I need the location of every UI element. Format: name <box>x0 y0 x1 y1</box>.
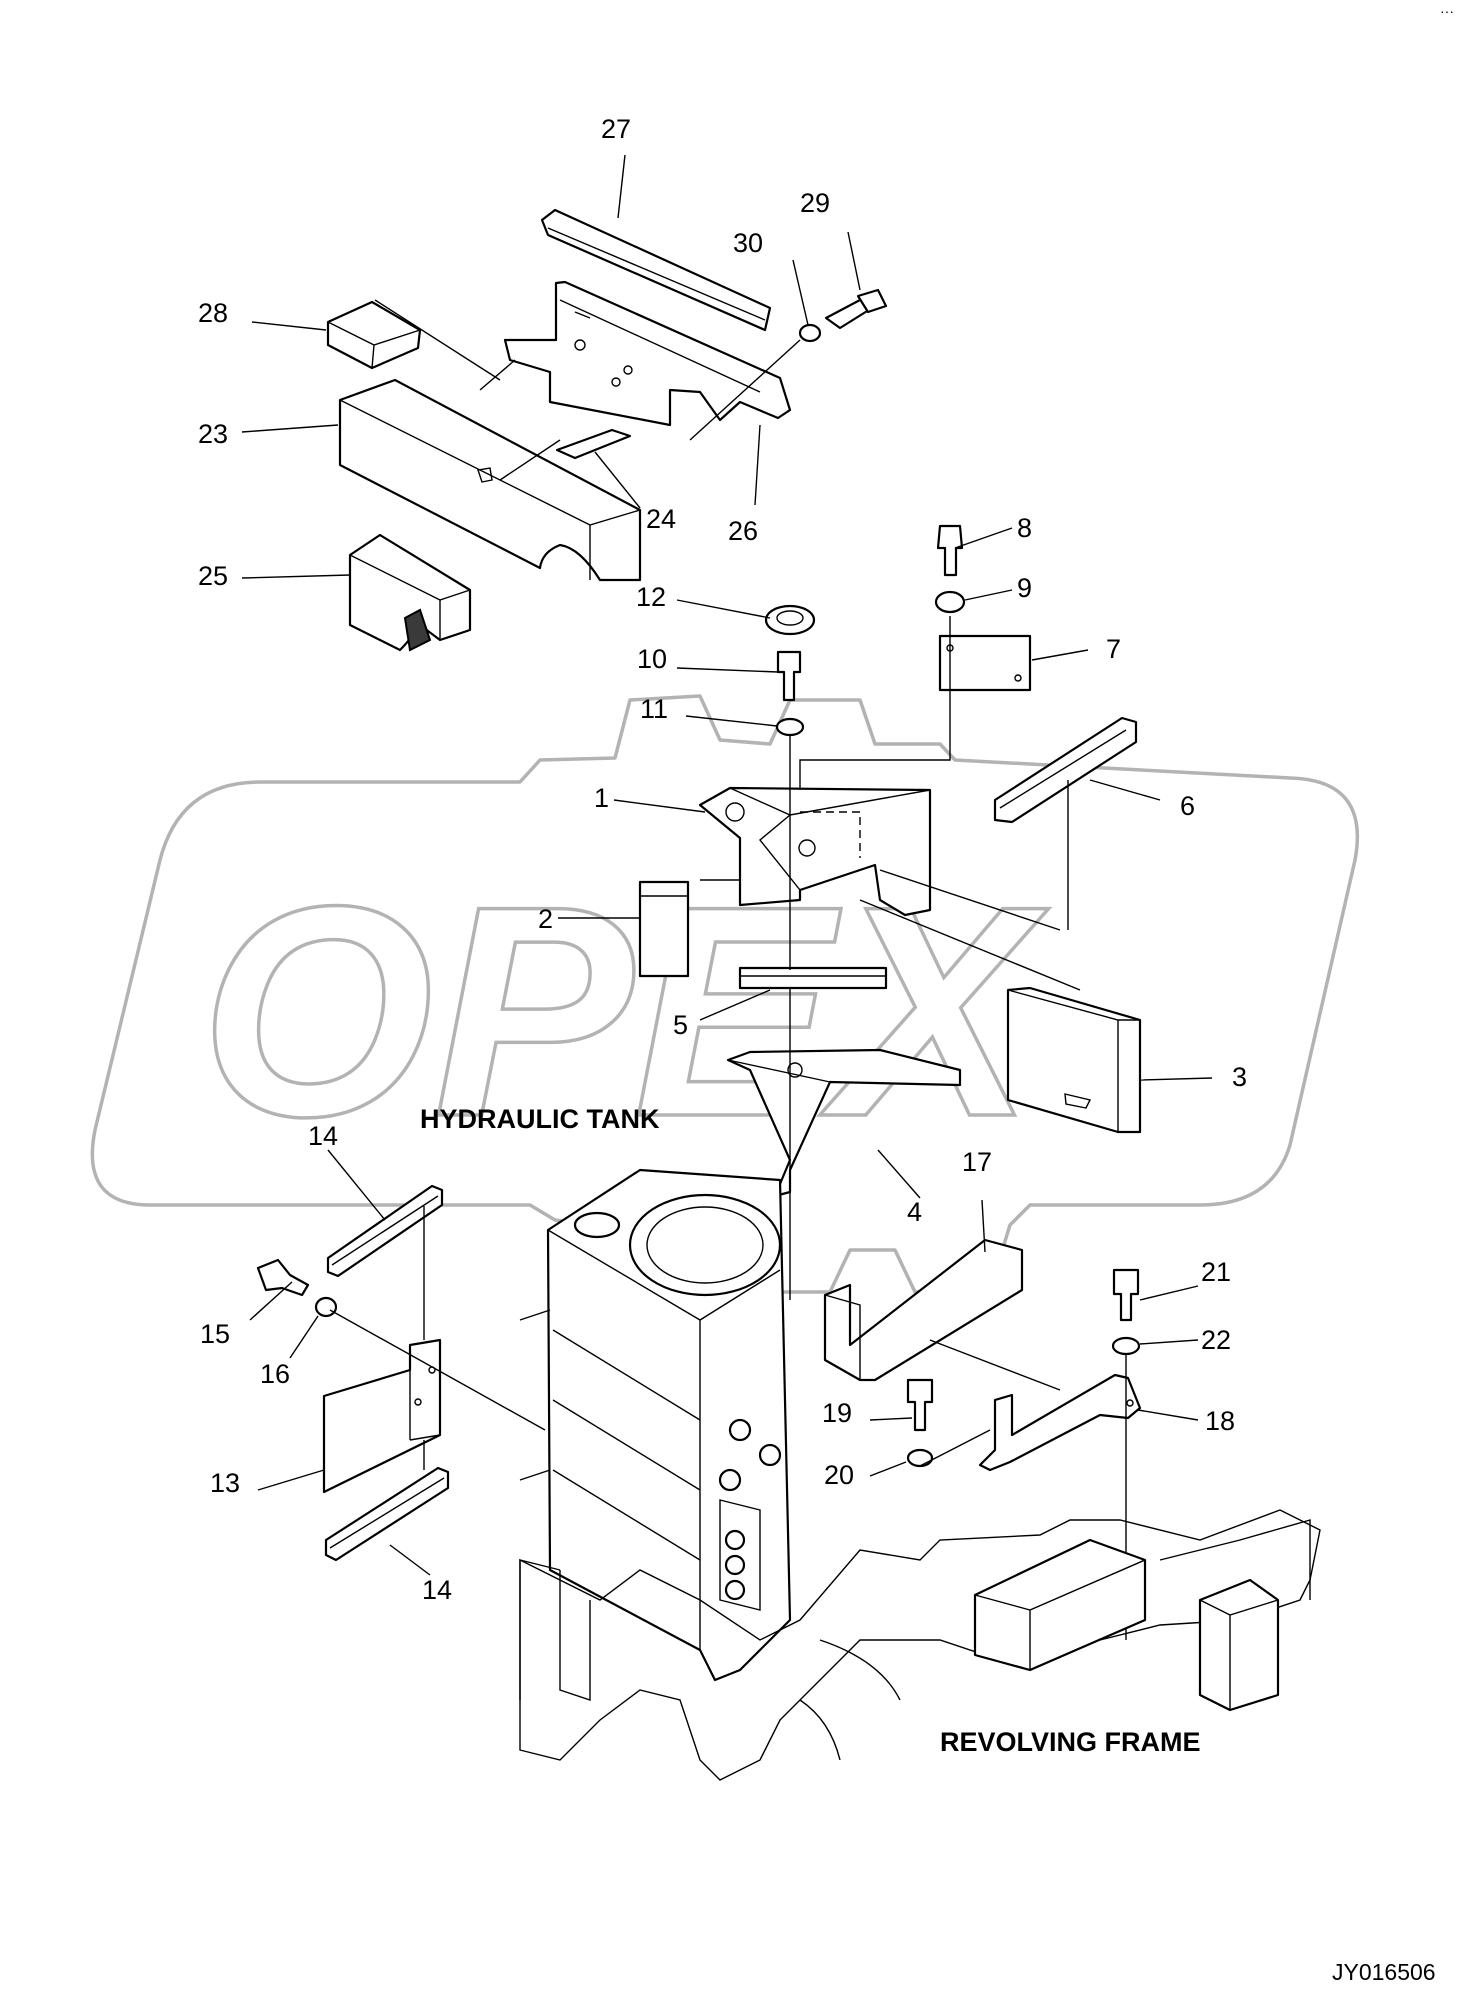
label-part-14-lower: 14 <box>422 1575 452 1605</box>
label-part-22: 22 <box>1201 1325 1231 1355</box>
part-9-washer <box>934 590 966 614</box>
label-part-21: 21 <box>1201 1257 1231 1287</box>
label-part-12: 12 <box>636 582 666 612</box>
label-part-2: 2 <box>538 904 553 934</box>
tank-body <box>546 1168 792 1682</box>
part-26-bracket <box>503 280 792 427</box>
label-part-8: 8 <box>1017 513 1032 543</box>
part-17-l-block <box>823 1238 1024 1382</box>
guard-assembly <box>326 208 888 652</box>
part-28-pad <box>326 300 422 370</box>
part-15-bolt <box>256 1258 310 1297</box>
part-6-angle-strip <box>993 716 1138 824</box>
label-part-23: 23 <box>198 419 228 449</box>
label-part-6: 6 <box>1180 791 1195 821</box>
label-part-26: 26 <box>728 516 758 546</box>
part-12-cap <box>764 604 816 636</box>
part-10-bolt <box>776 650 802 702</box>
label-part-25: 25 <box>198 561 228 591</box>
part-24-strip <box>555 428 632 460</box>
label-part-27: 27 <box>601 114 631 144</box>
label-part-14-upper: 14 <box>308 1121 338 1151</box>
label-part-7: 7 <box>1106 634 1121 664</box>
label-part-18: 18 <box>1205 1406 1235 1436</box>
leader-lines <box>241 154 1213 1576</box>
label-part-16: 16 <box>260 1359 290 1389</box>
part-21-bolt <box>1112 1268 1140 1322</box>
label-part-5: 5 <box>673 1010 688 1040</box>
label-part-17: 17 <box>962 1147 992 1177</box>
label-part-11: 11 <box>640 694 668 724</box>
part-14-strip-lower <box>324 1466 450 1562</box>
part-number-labels: 27 29 30 28 23 24 26 25 8 9 7 12 10 11 6… <box>198 114 1247 1605</box>
caption-revolving-frame: REVOLVING FRAME <box>940 1727 1201 1757</box>
label-part-24: 24 <box>646 504 676 534</box>
part-7-plate <box>938 634 1032 692</box>
label-part-29: 29 <box>800 188 830 218</box>
label-part-9: 9 <box>1017 573 1032 603</box>
side-plate-assembly <box>256 1184 546 1562</box>
label-part-3: 3 <box>1232 1062 1247 1092</box>
label-part-20: 20 <box>824 1460 854 1490</box>
label-part-28: 28 <box>198 298 228 328</box>
tank-breather-cap <box>573 1211 621 1239</box>
frame-block-right <box>1198 1578 1280 1712</box>
part-3-pad <box>1006 986 1142 1134</box>
part-1-main-bracket <box>698 786 932 917</box>
part-20-washer <box>906 1448 934 1468</box>
bracket-assembly <box>638 524 1142 1300</box>
part-13-side-plate <box>322 1338 442 1494</box>
caption-hydraulic-tank: HYDRAULIC TANK <box>420 1104 660 1134</box>
part-11-washer <box>775 717 805 737</box>
drawing-code: JY016506 <box>1332 1959 1436 1985</box>
frame-block-center <box>973 1538 1147 1672</box>
part-2-block <box>638 880 690 978</box>
part-5-strip <box>738 966 888 990</box>
part-22-washer <box>1111 1336 1141 1356</box>
label-part-30: 30 <box>733 228 763 258</box>
label-part-19: 19 <box>822 1398 852 1428</box>
revolving-frame <box>519 1509 1321 1781</box>
part-30-washer <box>798 323 822 343</box>
part-18-bracket <box>978 1373 1142 1472</box>
corner-mark: ··· <box>1440 3 1454 19</box>
part-8-bolt <box>936 524 964 577</box>
part-19-bolt <box>906 1378 934 1432</box>
label-part-4: 4 <box>907 1197 922 1227</box>
watermark-gear-outline <box>90 694 1360 1294</box>
label-part-13: 13 <box>210 1468 240 1498</box>
hydraulic-tank <box>519 1168 792 1701</box>
label-part-1: 1 <box>594 783 609 813</box>
part-27-seal-strip <box>540 208 772 332</box>
label-part-10: 10 <box>637 644 667 674</box>
label-part-15: 15 <box>200 1319 230 1349</box>
tank-filler-port <box>628 1193 782 1297</box>
part-16-washer <box>314 1296 338 1318</box>
